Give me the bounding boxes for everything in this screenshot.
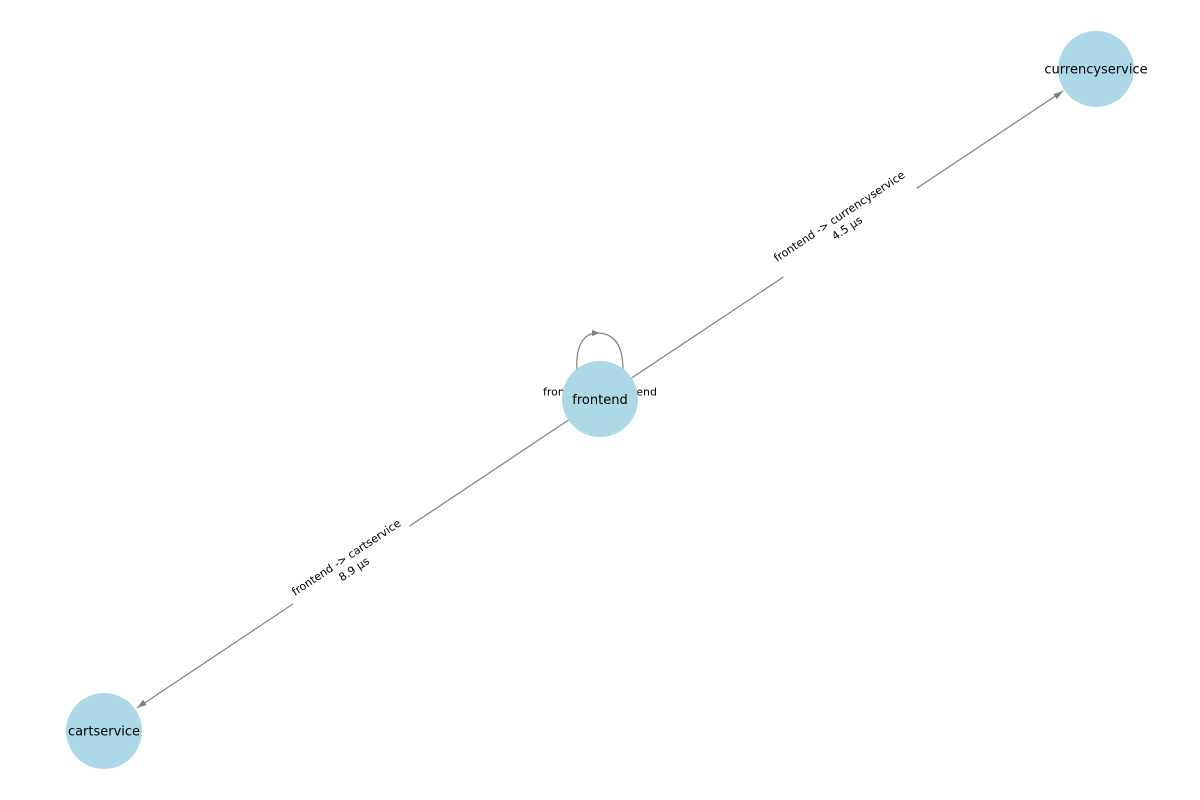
- arrowhead-icon: [137, 699, 147, 708]
- node-circle[interactable]: [562, 361, 638, 437]
- edge-label-frontend-cartservice: frontend -> cartservice 8.9 µs: [282, 510, 418, 616]
- node-circle[interactable]: [1058, 31, 1134, 107]
- node-currencyservice[interactable]: currencyservice: [1044, 31, 1148, 107]
- node-label: cartservice: [68, 725, 140, 740]
- edge-label-frontend-currencyservice: frontend -> currencyservice 4.5 µs: [766, 163, 919, 280]
- node-circle[interactable]: [66, 693, 142, 769]
- arrowhead-icon: [1053, 91, 1063, 100]
- arrowhead-icon: [592, 330, 600, 336]
- edge-label-text: frontend -> currencyservice: [772, 168, 908, 264]
- node-frontend[interactable]: frontend: [562, 361, 638, 437]
- node-cartservice[interactable]: cartservice: [66, 693, 142, 769]
- node-label: currencyservice: [1044, 63, 1147, 78]
- node-label: frontend: [572, 393, 627, 408]
- edge-frontend-frontend: [576, 330, 624, 371]
